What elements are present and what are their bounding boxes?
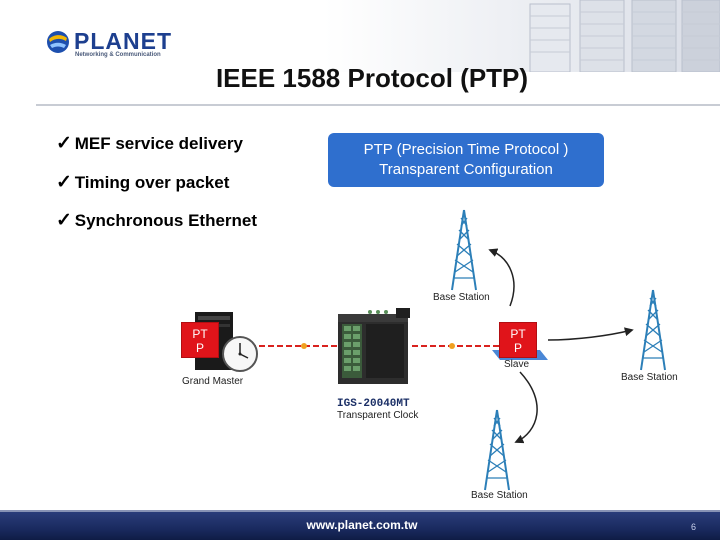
ptp-badge-slave: PT P — [499, 322, 537, 358]
ptp-badge-line-2: P — [500, 341, 536, 355]
footer-url-link[interactable]: www.planet.com.tw — [0, 518, 720, 532]
base-station-right-label: Base Station — [621, 372, 678, 383]
switch-caption-label: Transparent Clock — [337, 410, 418, 421]
base-station-bottom-label: Base Station — [471, 490, 528, 501]
page-number: 6 — [691, 522, 696, 532]
base-station-bottom-tower-icon — [485, 410, 509, 490]
switch-model-label: IGS-20040MT — [337, 398, 410, 410]
arrow-to-right-station — [548, 330, 632, 340]
ptp-badge-line-1: PT — [500, 327, 536, 341]
switch-device-icon — [338, 308, 410, 384]
ptp-badge-line-2: P — [182, 341, 218, 355]
arrow-to-bottom-station — [516, 372, 537, 442]
base-station-top-label: Base Station — [433, 292, 490, 303]
ptp-badge-grand-master: PT P — [181, 322, 219, 358]
ptp-badge-line-1: PT — [182, 327, 218, 341]
base-station-right-tower-icon — [641, 290, 665, 370]
arrow-to-top-station — [490, 250, 514, 306]
grand-master-label: Grand Master — [182, 376, 243, 387]
clock-icon — [223, 337, 257, 371]
slave-label: Slave — [504, 359, 529, 370]
base-station-top-tower-icon — [452, 210, 476, 290]
